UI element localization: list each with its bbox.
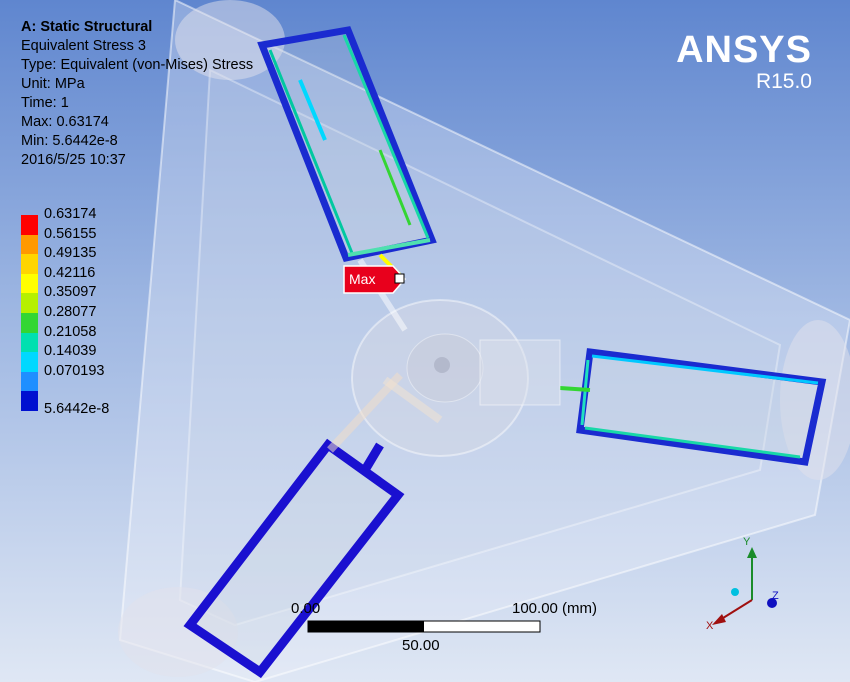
probe-label-text: Max [349, 271, 376, 287]
legend-swatch [21, 215, 38, 235]
legend-label: 0.21058 [44, 323, 97, 340]
result-time: Time: 1 [21, 95, 69, 111]
arm-right [479, 339, 827, 466]
legend-swatch [21, 293, 38, 313]
legend-label: 0.070193 [44, 362, 105, 379]
brand-version: R15.0 [755, 70, 812, 93]
scale-mid-label: 50.00 [402, 637, 440, 654]
arm-upper [257, 26, 437, 332]
triad-x-label: X [706, 620, 714, 632]
legend-label: 0.28077 [44, 303, 97, 320]
scale-end-label: 100.00 (mm) [512, 600, 598, 617]
legend-label: 0.56155 [44, 225, 97, 242]
legend-label: 0.35097 [44, 284, 97, 301]
legend-swatch [21, 254, 38, 274]
legend-swatch [21, 273, 38, 294]
legend-swatch [21, 391, 38, 411]
brand-name: ANSYS [676, 29, 812, 71]
legend-swatch [21, 332, 38, 353]
legend-swatch [21, 234, 38, 255]
legend-label: 0.49135 [44, 245, 97, 262]
analysis-system-title: A: Static Structural [21, 19, 153, 35]
legend-swatch [21, 312, 38, 333]
result-timestamp: 2016/5/25 10:37 [21, 152, 126, 168]
center-hub [351, 299, 529, 457]
max-probe-label[interactable]: Max [343, 265, 407, 300]
legend-label: 0.42116 [44, 264, 96, 281]
legend-swatch [21, 371, 38, 392]
arm-lower [183, 372, 443, 679]
legend-swatch [21, 352, 38, 372]
result-max: Max: 0.63174 [21, 114, 109, 130]
result-min: Min: 5.6442e-8 [21, 133, 118, 149]
ansys-logo: ANSYS R15.0 [676, 30, 812, 94]
coordinate-triad [712, 547, 777, 625]
result-unit: Unit: MPa [21, 76, 85, 92]
triad-z-label: Z [772, 590, 779, 602]
triad-y-label: Y [743, 536, 751, 548]
probe-flag-icon [343, 265, 407, 294]
scale-start-label: 0.00 [291, 600, 321, 617]
result-name: Equivalent Stress 3 [21, 38, 146, 54]
legend-label: 0.14039 [44, 343, 97, 360]
result-type: Type: Equivalent (von-Mises) Stress [21, 57, 254, 73]
legend-label: 0.63174 [44, 206, 97, 222]
legend-bottom-label: 5.6442e-8 [44, 401, 110, 417]
result-info: A: Static Structural Equivalent Stress 3… [21, 18, 253, 170]
